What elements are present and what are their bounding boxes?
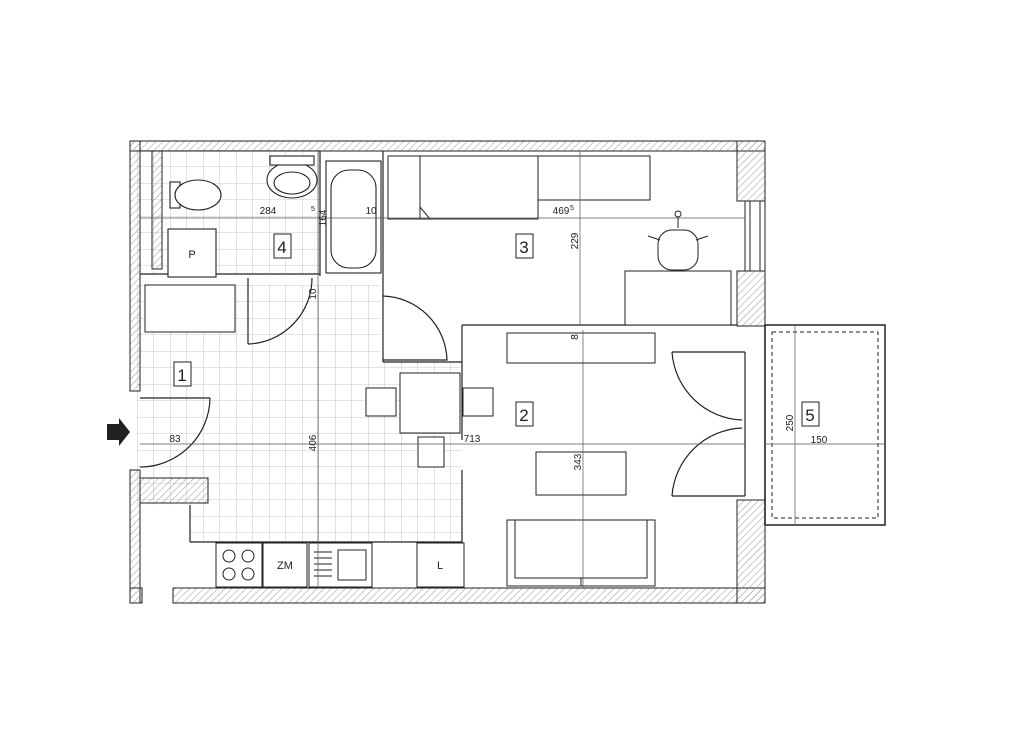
dimension-284: 284 <box>260 206 277 217</box>
dimension-lines <box>140 151 885 588</box>
appliance-label-zm: ZM <box>277 560 293 572</box>
room-number-1: 1 <box>177 366 186 385</box>
room-number-2: 2 <box>519 406 528 425</box>
dimension-10-top: 10 <box>365 206 377 217</box>
appliance-label-p: P <box>188 249 195 261</box>
room-number-boxes <box>173 233 820 427</box>
dimension-229: 229 <box>570 232 581 249</box>
dimension-164-sup: 5 <box>311 206 315 213</box>
dimension-406: 406 <box>308 434 319 451</box>
bathroom-fixtures <box>167 155 382 278</box>
dimension-83: 83 <box>169 434 181 445</box>
dimension-4695: 469 <box>553 206 570 217</box>
room-number-4: 4 <box>277 238 286 257</box>
appliance-label-l: L <box>437 560 443 572</box>
dimension-150: 150 <box>811 435 828 446</box>
dimension-713: 713 <box>464 434 481 445</box>
bed <box>387 155 651 220</box>
dimension-4695-sup: 5 <box>570 205 574 212</box>
doors <box>139 277 766 525</box>
room-number-5: 5 <box>805 406 814 425</box>
entrance-arrow-icon <box>107 418 130 446</box>
living-furniture <box>506 332 656 587</box>
hallway-cabinet <box>144 284 236 333</box>
dimension-250: 250 <box>785 414 796 431</box>
dimension-10-mid: 10 <box>308 288 319 300</box>
balcony <box>764 324 886 526</box>
desk <box>624 210 732 326</box>
kitchen-counter <box>215 542 465 588</box>
window-right <box>744 200 766 272</box>
dimension-8: 8 <box>570 334 581 340</box>
dimension-164: 164 <box>318 209 329 226</box>
dining-set <box>365 372 494 468</box>
dimension-343: 343 <box>573 453 584 470</box>
room-number-3: 3 <box>519 238 528 257</box>
walls <box>129 140 766 604</box>
